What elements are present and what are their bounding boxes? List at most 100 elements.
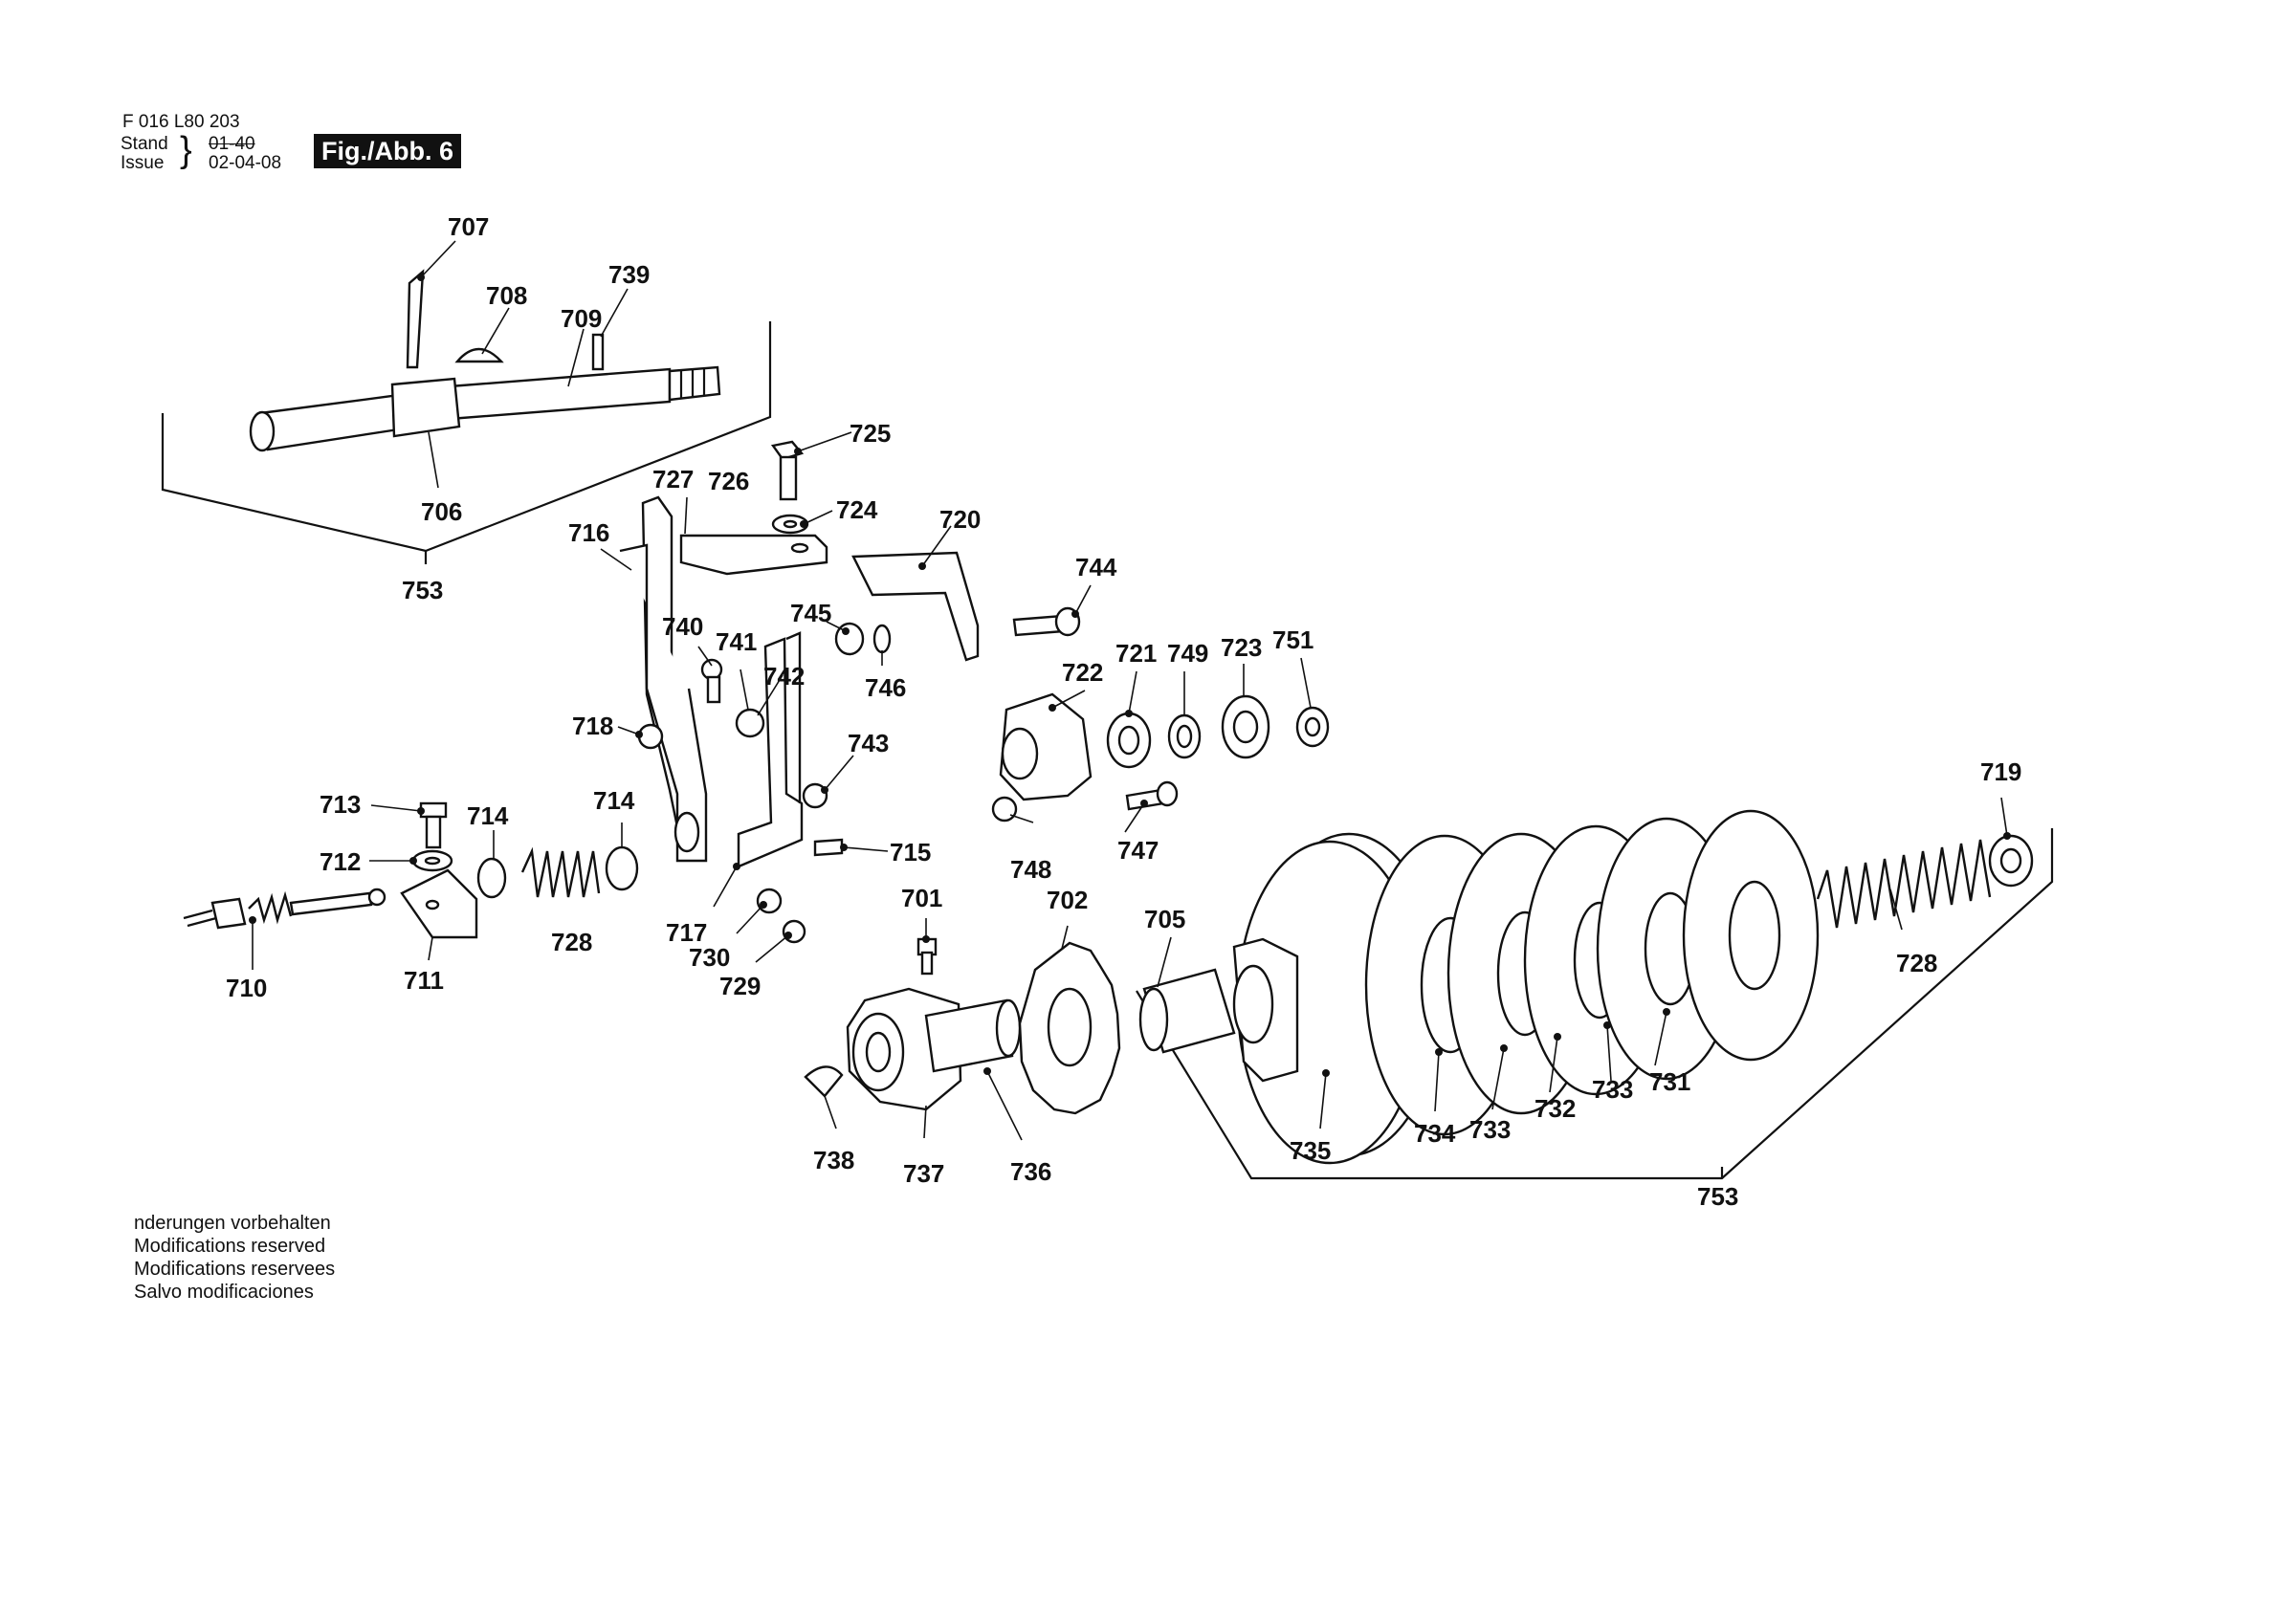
cap-714-right [605,845,639,891]
nut-751-bore [1304,716,1321,737]
callout-709: 709 [561,304,602,333]
callout-722: 722 [1062,658,1103,687]
callout-705: 705 [1144,905,1185,933]
gear-723-bore [1232,710,1259,744]
nut-719-bore [1999,847,2022,874]
washer-730 [756,888,783,914]
shaft-thread [668,365,721,402]
callout-723: 723 [1221,633,1262,662]
callout-720: 720 [939,505,981,534]
cable-710b [187,916,217,928]
collar-706 [390,377,461,438]
callout-717: 717 [666,918,707,947]
callout-748: 748 [1010,855,1051,884]
collar-737-bore [865,1031,892,1073]
callout-707: 707 [448,212,489,241]
nut-748 [991,796,1018,822]
shaft-709 [258,367,672,451]
callout-726: 726 [708,467,749,495]
callout-716: 716 [568,518,609,547]
callout-739: 739 [608,260,650,289]
cotter-pin-707 [406,269,425,369]
callout-710: 710 [226,974,267,1002]
bracket-726 [679,534,828,576]
ring-749-bore [1176,724,1193,749]
callout-711: 711 [404,966,444,995]
callout-734: 734 [1414,1119,1456,1148]
callout-labels: 707 708 739 709 706 753 725 727 726 724 … [226,212,2021,1211]
callout-731: 731 [1649,1067,1690,1096]
callout-719: 719 [1980,757,2021,786]
washer-712-hole [424,856,441,866]
callout-736: 736 [1010,1157,1051,1186]
callout-741: 741 [716,627,757,656]
callout-721: 721 [1115,639,1157,668]
lever-717 [737,637,804,868]
bolt-725-shank [779,455,798,501]
flange-bore [1001,727,1039,780]
bearing-721-bore [1117,725,1140,756]
callout-706: 706 [421,497,462,526]
callout-737: 737 [903,1159,944,1188]
note-de: nderungen vorbehalten [134,1213,331,1234]
washer-hole [783,519,798,529]
issue-date: 02-04-08 [209,153,282,173]
callout-747: 747 [1117,836,1159,865]
callout-742: 742 [763,662,805,691]
callout-732: 732 [1534,1094,1576,1123]
cable-end [367,888,386,907]
callout-738: 738 [813,1146,854,1174]
screw-729 [782,919,806,944]
cable-thread [248,890,293,925]
plate-720 [851,551,980,662]
brace-icon: } [180,130,192,170]
star-wheel-702-bore [1047,987,1093,1067]
callout-733-a: 733 [1469,1115,1511,1144]
callout-733-b: 733 [1592,1075,1633,1104]
callout-735: 735 [1290,1136,1331,1165]
bolt-713-shank [425,815,442,849]
callout-701: 701 [901,884,942,912]
callout-715: 715 [890,838,931,866]
spring-728-right [1816,839,1992,929]
note-en: Modifications reserved [134,1236,326,1257]
callout-702: 702 [1047,886,1088,914]
hub-735-bore [1232,964,1274,1044]
key-708 [454,347,504,363]
disc-731-bore [1728,880,1781,991]
callout-749: 749 [1167,639,1208,668]
issue-label: Issue [121,153,165,173]
callout-712: 712 [320,847,361,876]
callout-743: 743 [848,729,889,757]
clutch-pack [1136,809,2054,1180]
nut-741 [735,708,765,738]
bracket-hole [790,542,809,554]
part-number: F 016 L80 203 [122,112,240,132]
callout-740: 740 [662,612,703,641]
clutch-small-parts [804,937,1121,1115]
shaft-assembly-upper [161,269,772,564]
callout-714-left: 714 [467,801,509,830]
pin-739 [591,333,605,371]
sleeve-736-end [995,998,1022,1058]
shaft-end [249,410,276,452]
stand-label: Stand [121,134,168,154]
key-738 [804,1065,844,1098]
callout-714-right: 714 [593,786,635,815]
bearing-assembly [991,692,1330,822]
callout-728-right: 728 [1896,949,1937,977]
screw-740-shank [706,675,721,704]
callout-728-left: 728 [551,928,592,956]
lever-loop [673,811,700,853]
note-es: Salvo modificaciones [134,1282,314,1303]
callout-725: 725 [850,419,891,448]
screw-715 [813,838,844,857]
callout-753-upper: 753 [402,576,443,604]
callout-708: 708 [486,281,527,310]
old-date: 01-40 [209,134,255,154]
bracket-711-hole [425,899,440,910]
sleeve-736 [924,998,1014,1073]
lever-717-edge [785,631,802,803]
callout-745: 745 [790,599,831,627]
